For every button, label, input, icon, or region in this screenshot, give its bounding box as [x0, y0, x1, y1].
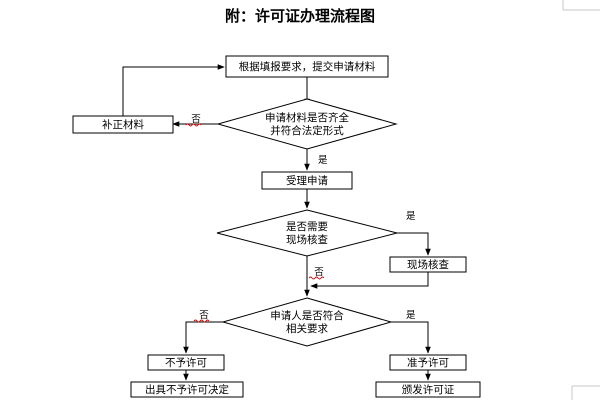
- node-accept-label: 受理申请: [286, 174, 328, 187]
- label-check-no: 否: [191, 114, 201, 125]
- arrow-supplement-to-submit: [122, 64, 225, 116]
- node-supplement: 补正材料: [72, 115, 174, 134]
- spellcheck-underline: [193, 319, 210, 323]
- node-meet-line2: 相关要求: [286, 322, 328, 335]
- arrow-onsite-question-yes: [397, 232, 431, 256]
- label-meet-yes: 是: [406, 310, 416, 321]
- node-check-line2: 并符合法定形式: [270, 124, 344, 137]
- node-meet-line1: 申请人是否符合: [270, 309, 344, 322]
- node-issue-label: 颁发许可证: [402, 383, 455, 396]
- node-deny: 不予许可: [147, 354, 225, 371]
- label-meet-no: 否: [199, 310, 209, 321]
- spellcheck-underline: [185, 123, 202, 127]
- page-title: 附：许可证办理流程图: [225, 7, 375, 25]
- node-supplement-label: 补正材料: [102, 118, 144, 131]
- node-meet-requirements: 申请人是否符合 相关要求: [221, 297, 393, 347]
- node-onsite-q-line1: 是否需要: [286, 221, 328, 233]
- node-onsite-label: 现场核查: [407, 258, 449, 271]
- node-issue: 颁发许可证: [375, 381, 481, 398]
- node-onsite-question: 是否需要 现场核查: [216, 209, 398, 257]
- node-onsite-q-line2: 现场核查: [286, 233, 328, 246]
- node-deny-label: 不予许可: [165, 356, 207, 369]
- node-deny-doc-label: 出具不予许可决定: [145, 383, 229, 396]
- node-submit-label: 根据填报要求，提交申请材料: [239, 60, 376, 73]
- node-onsite: 现场核查: [389, 256, 467, 273]
- label-onsite-no: 否: [314, 267, 324, 278]
- node-approve: 准予许可: [389, 354, 467, 371]
- node-approve-label: 准予许可: [407, 356, 449, 369]
- node-submit: 根据填报要求，提交申请材料: [225, 55, 389, 78]
- arrow-onsite-to-meet: [310, 272, 429, 289]
- label-check-yes: 是: [318, 155, 328, 166]
- label-onsite-yes: 是: [406, 211, 416, 222]
- node-accept: 受理申请: [261, 171, 353, 190]
- node-check-materials: 申请材料是否齐全 并符合法定形式: [216, 98, 398, 150]
- node-deny-decision: 出具不予许可决定: [130, 381, 244, 398]
- spellcheck-underline: [308, 276, 325, 280]
- connectors: [122, 64, 431, 381]
- arrow-meet-yes-to-approve: [391, 321, 431, 354]
- node-check-line1: 申请材料是否齐全: [265, 111, 349, 124]
- arrow-meet-no-to-deny: [183, 321, 223, 354]
